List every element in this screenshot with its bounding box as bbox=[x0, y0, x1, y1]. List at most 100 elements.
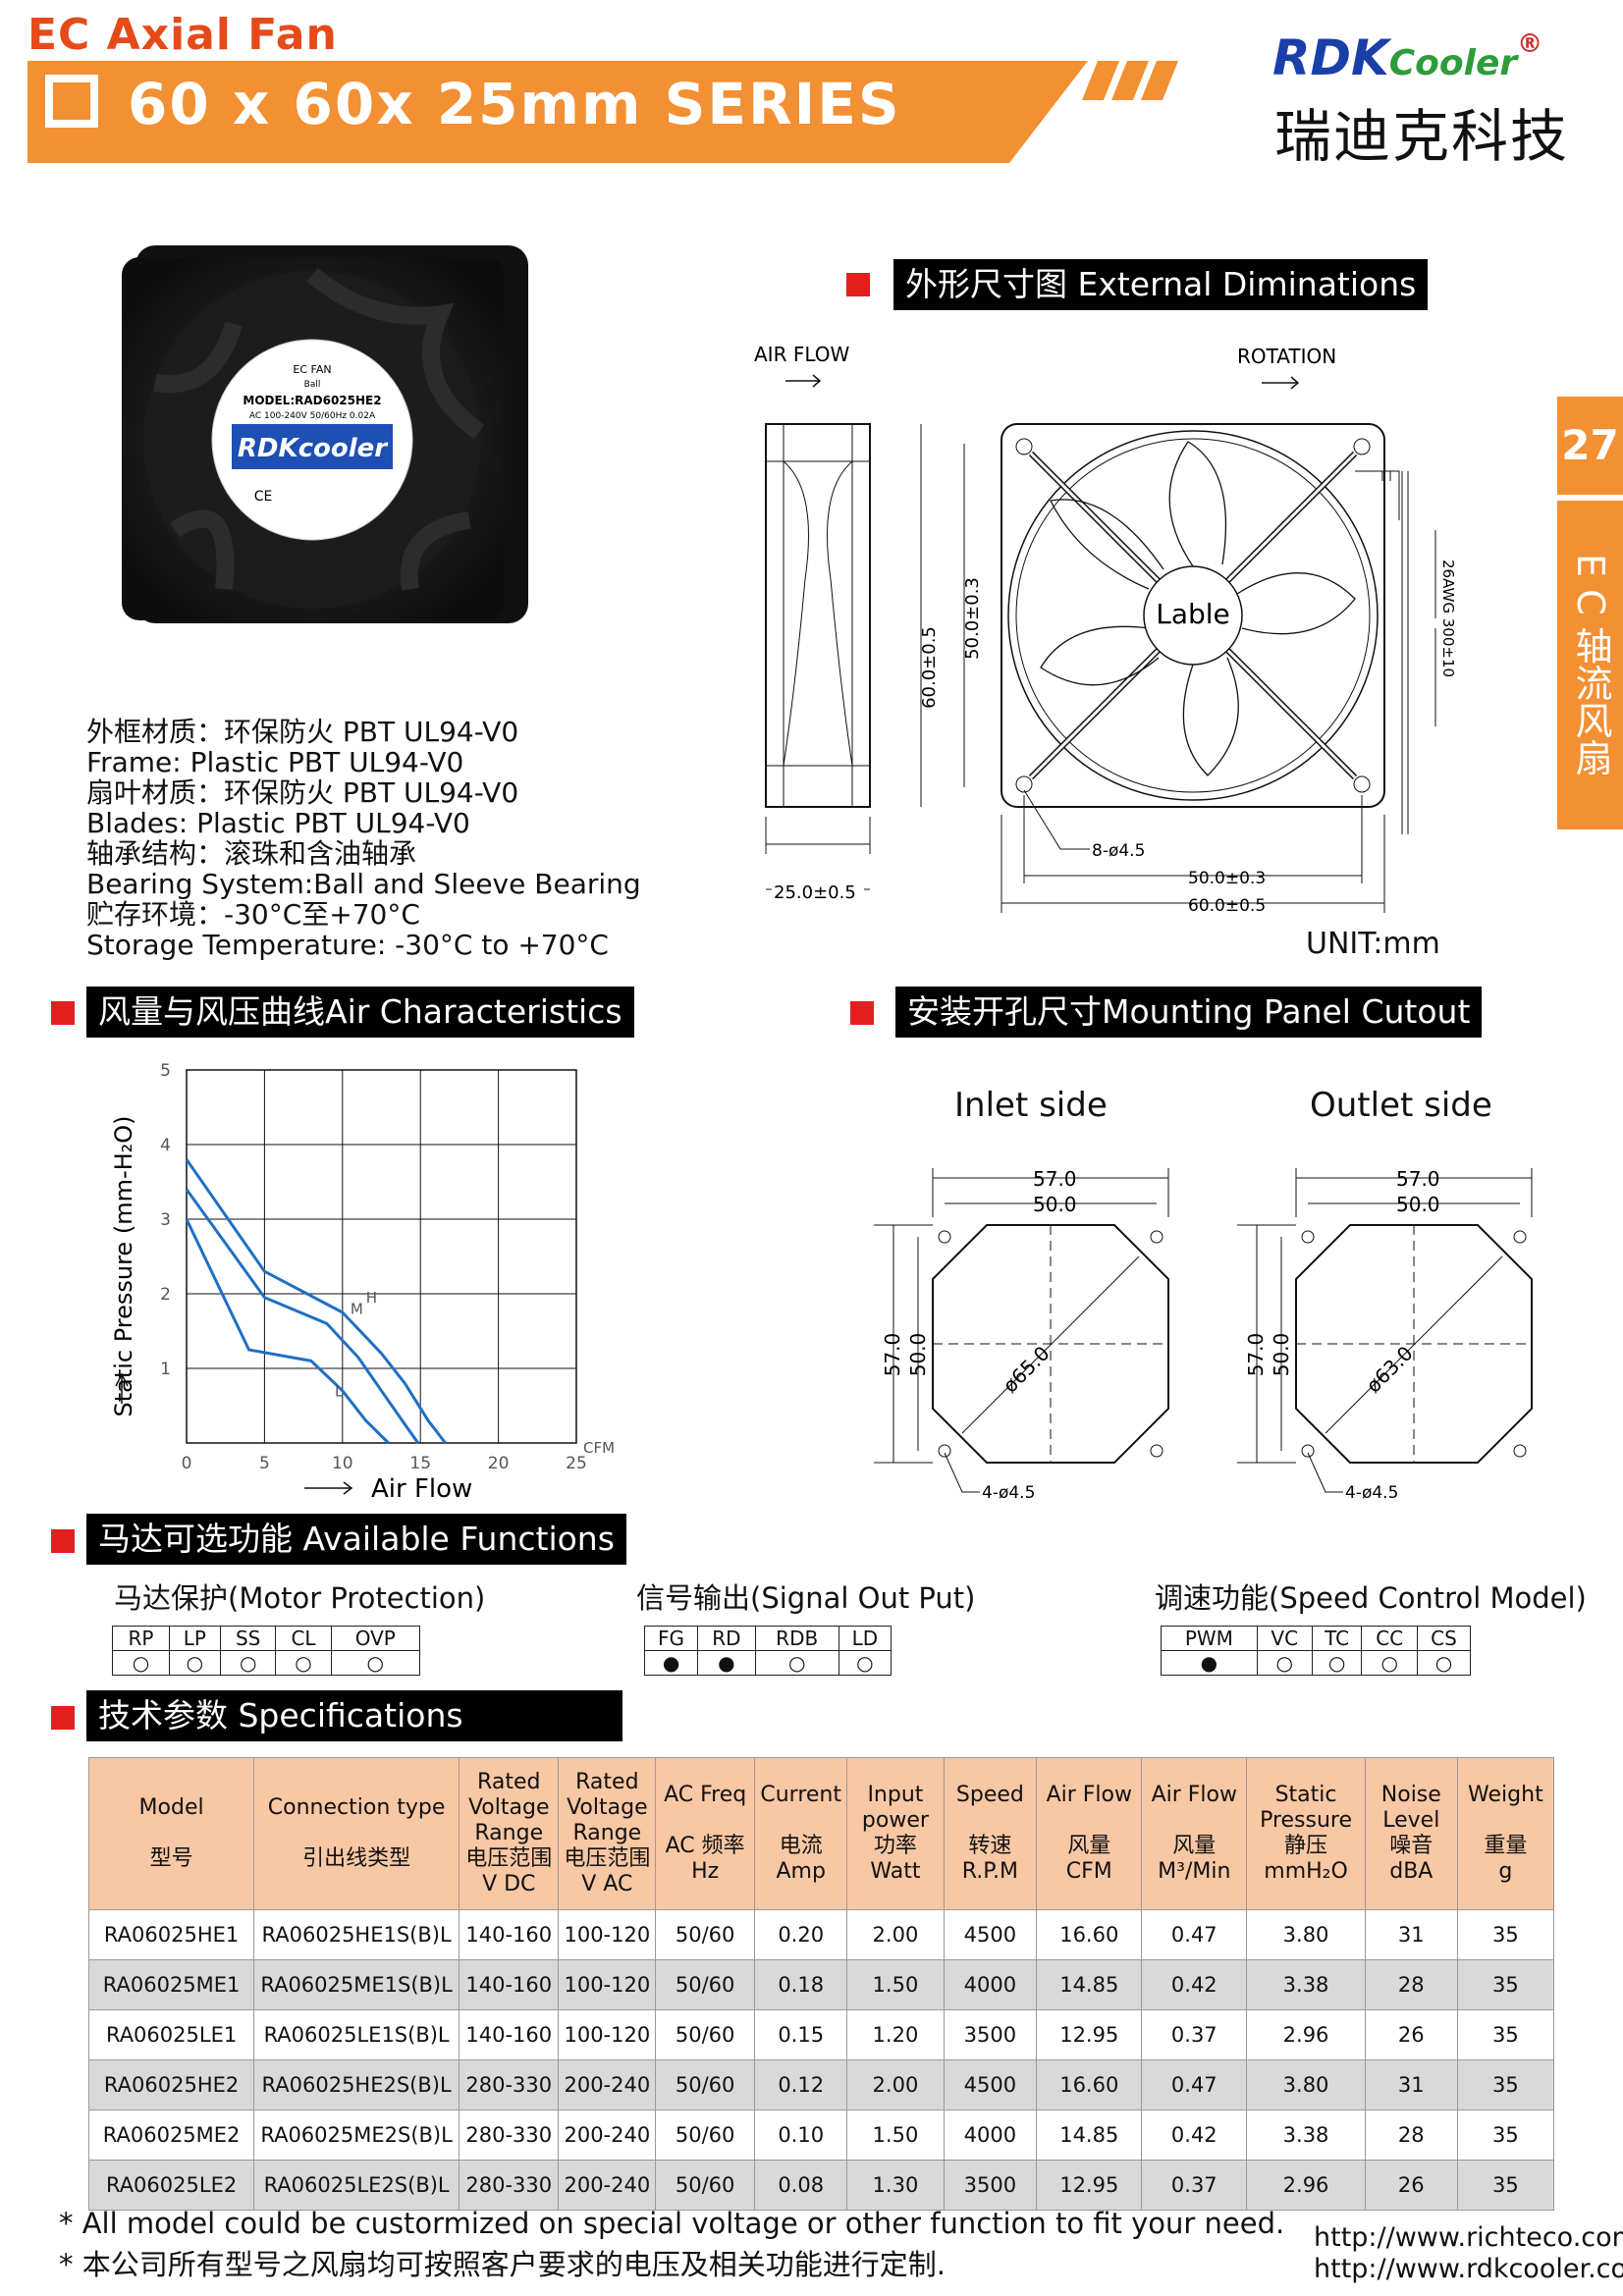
spec-cell: 12.95 bbox=[1036, 2160, 1143, 2211]
website-link[interactable]: http://www.rdkcooler.com bbox=[1314, 2254, 1623, 2284]
function-col: OVP bbox=[330, 1626, 421, 1651]
spec-cell: 35 bbox=[1456, 2059, 1555, 2110]
inlet-w57: 57.0 bbox=[1033, 1167, 1077, 1191]
label-line2: Ball bbox=[304, 380, 321, 390]
series-label: M bbox=[351, 1300, 363, 1317]
footer-note-cn: * 本公司所有型号之风扇均可按照客户要求的电压及相关功能进行定制. bbox=[59, 2248, 946, 2281]
function-val: ● bbox=[1161, 1650, 1258, 1676]
spec-header-cn: 风量 bbox=[1172, 1834, 1217, 1858]
spec-cell: 0.37 bbox=[1141, 2009, 1248, 2060]
spec-header-en: Noise Level bbox=[1380, 1783, 1441, 1833]
spec-cell: 28 bbox=[1364, 1959, 1458, 2010]
function-val: ○ bbox=[1416, 1650, 1472, 1676]
spec-cell: RA06025HE1 bbox=[87, 1909, 255, 1960]
product-photo: EC FAN Ball MODEL:RAD6025HE2 AC 100-240V… bbox=[122, 245, 528, 623]
spec-header-cn: 电压范围 bbox=[564, 1846, 651, 1871]
spec-cell: 0.10 bbox=[754, 2109, 848, 2161]
spec-cell: RA06025HE1S(B)L bbox=[253, 1909, 460, 1960]
spec-header-unit: V AC bbox=[581, 1872, 633, 1896]
label-line1: EC FAN bbox=[293, 363, 331, 376]
air-char-title: 风量与风压曲线Air Characteristics bbox=[86, 987, 634, 1038]
spec-cell: 26 bbox=[1364, 2009, 1458, 2060]
spec-cell: RA06025ME1S(B)L bbox=[253, 1959, 460, 2010]
spec-cell: 4500 bbox=[943, 2059, 1038, 2110]
series-title: 60 x 60x 25mm SERIES bbox=[128, 71, 901, 137]
function-val: ● bbox=[697, 1650, 756, 1676]
function-val: ○ bbox=[168, 1650, 221, 1676]
spec-cell: 50/60 bbox=[655, 1959, 756, 2010]
spec-header-cn: 重量 bbox=[1484, 1834, 1528, 1858]
spec-cell: 140-160 bbox=[459, 1909, 560, 1960]
material-line: Blades: Plastic PBT UL94-V0 bbox=[86, 807, 470, 839]
spec-header-unit: V DC bbox=[482, 1872, 536, 1896]
y-tick-label: 3 bbox=[160, 1210, 171, 1230]
spec-cell: 280-330 bbox=[459, 2059, 560, 2110]
function-col: CL bbox=[275, 1626, 332, 1651]
function-value-row: ○○○○○ bbox=[112, 1650, 421, 1676]
spec-cell: 3.80 bbox=[1246, 2059, 1366, 2110]
function-val: ○ bbox=[1311, 1650, 1363, 1676]
material-line: Bearing System:Ball and Sleeve Bearing bbox=[86, 868, 641, 900]
brand-logo: RDKCooler® bbox=[1272, 29, 1543, 86]
function-col: SS bbox=[219, 1626, 277, 1651]
square-icon bbox=[45, 75, 98, 128]
materials-list: 外框材质：环保防火 PBT UL94-V0 Frame: Plastic PBT… bbox=[86, 717, 641, 960]
spec-header-en: Model bbox=[138, 1795, 204, 1820]
section-marker bbox=[850, 1001, 874, 1025]
spec-cell: 0.18 bbox=[754, 1959, 848, 2010]
spec-cell: 50/60 bbox=[655, 1909, 756, 1960]
spec-header-en: AC Freq bbox=[664, 1783, 747, 1807]
inlet-dia: ø65.0 bbox=[999, 1341, 1055, 1397]
spec-cell: 0.47 bbox=[1141, 2059, 1248, 2110]
arrow-up-icon bbox=[115, 1372, 129, 1404]
x-tick-label: 15 bbox=[409, 1454, 431, 1473]
rotation-label: ROTATION bbox=[1237, 345, 1336, 368]
function-col: TC bbox=[1311, 1626, 1363, 1651]
spec-cell: 35 bbox=[1456, 2160, 1555, 2211]
page-number: 27 bbox=[1557, 397, 1623, 495]
spec-cell: 140-160 bbox=[459, 1959, 560, 2010]
function-value-row: ●●○○ bbox=[643, 1650, 893, 1676]
spec-header-unit: Hz bbox=[691, 1859, 720, 1884]
series-label: L bbox=[335, 1382, 344, 1400]
spec-cell: 35 bbox=[1456, 2109, 1555, 2161]
spec-header-cn: 转速 bbox=[968, 1834, 1012, 1858]
dim-holes: 8-ø4.5 bbox=[1092, 841, 1145, 861]
spec-cell: 26 bbox=[1364, 2160, 1458, 2211]
website-link[interactable]: http://www.richteco.com bbox=[1314, 2222, 1623, 2253]
functions-title: 马达可选功能 Available Functions bbox=[86, 1514, 626, 1565]
material-line: 外框材质：环保防火 PBT UL94-V0 bbox=[86, 716, 519, 748]
spec-cell: 35 bbox=[1456, 1909, 1555, 1960]
spec-header-cn: 功率 bbox=[873, 1834, 917, 1858]
spec-header-unit: g bbox=[1498, 1859, 1513, 1884]
spec-cell: 50/60 bbox=[655, 2059, 756, 2110]
material-line: Storage Temperature: -30°C to +70°C bbox=[86, 929, 609, 961]
spec-cell: 1.50 bbox=[846, 2109, 945, 2161]
spec-cell: 31 bbox=[1364, 1909, 1458, 1960]
spec-header-en: Input power bbox=[861, 1783, 929, 1833]
function-col: RP bbox=[112, 1626, 170, 1651]
spec-cell: RA06025LE1S(B)L bbox=[253, 2009, 460, 2060]
spec-cell: 4500 bbox=[943, 1909, 1038, 1960]
spec-cell: 35 bbox=[1456, 1959, 1555, 2010]
label-rating: AC 100-240V 50/60Hz 0.02A bbox=[249, 411, 376, 421]
function-col: CS bbox=[1416, 1626, 1472, 1651]
y-tick-label: 1 bbox=[160, 1360, 171, 1379]
function-val: ○ bbox=[838, 1650, 893, 1676]
function-col: LD bbox=[838, 1626, 893, 1651]
spec-header-cn: 型号 bbox=[149, 1846, 193, 1871]
spec-header-en: Air Flow bbox=[1151, 1783, 1237, 1807]
spec-header-unit: M³/Min bbox=[1158, 1859, 1231, 1884]
outlet-title: Outlet side bbox=[1310, 1086, 1492, 1125]
spec-header-unit: R.P.M bbox=[961, 1859, 1019, 1884]
signal-output-title: 信号输出(Signal Out Put) bbox=[636, 1581, 976, 1615]
spec-cell: 1.50 bbox=[846, 1959, 945, 2010]
spec-cell: 0.20 bbox=[754, 1909, 848, 1960]
spec-cell: 0.42 bbox=[1141, 1959, 1248, 2010]
series-label: H bbox=[366, 1289, 377, 1307]
